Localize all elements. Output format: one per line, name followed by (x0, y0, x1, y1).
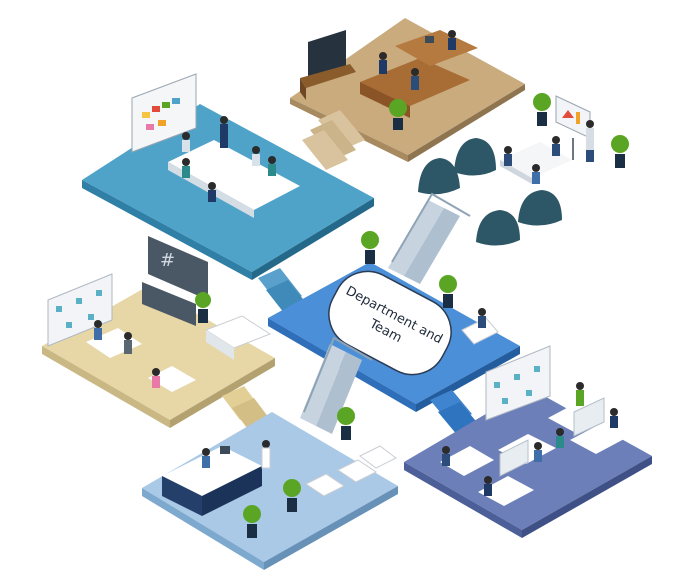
executive-floor-side-right (408, 84, 525, 162)
kitchen-counter (142, 282, 196, 326)
armchair (461, 308, 499, 345)
person-icon (182, 158, 190, 178)
person-icon (448, 30, 456, 50)
lounge-floor-side-right (170, 358, 275, 428)
potted-plant-icon (283, 479, 301, 512)
potted-plant-icon (439, 275, 457, 308)
television-icon (300, 30, 356, 100)
potted-plant-icon (533, 93, 551, 126)
cubicle-panels (499, 397, 605, 477)
presentation-board-icon (131, 73, 197, 153)
escalator-icon (300, 336, 373, 434)
person-icon (442, 446, 450, 466)
executive-office-floor (290, 18, 525, 170)
potted-plant-icon (611, 135, 629, 168)
escalator-icon (388, 192, 471, 284)
label-bubble (328, 270, 452, 376)
executive-desk-rear (395, 30, 478, 66)
potted-plant-icon (243, 505, 261, 538)
beanbag-chair-icon (476, 210, 520, 246)
bookshelf (485, 345, 551, 421)
beanbag-lounge (418, 138, 562, 246)
reception-floor-top (142, 412, 398, 562)
person-icon (532, 164, 540, 184)
person-icon (202, 448, 210, 468)
potted-plant-icon (361, 231, 379, 264)
bookshelf (47, 273, 113, 347)
person-icon (610, 408, 618, 428)
person-icon (182, 132, 190, 152)
presentation-board-icon (555, 95, 591, 160)
workstation-floor-side-right (522, 456, 652, 538)
meeting-room-floor (82, 73, 374, 318)
computer-icon (220, 446, 230, 454)
person-icon (552, 136, 560, 156)
person-icon (268, 156, 276, 176)
reception-floor-side-right (264, 486, 398, 570)
lounge-desk (148, 366, 196, 392)
beanbag-chair-icon (454, 138, 496, 176)
potted-plant-icon (337, 407, 355, 440)
potted-plant-icon (389, 99, 407, 130)
person-icon (484, 476, 492, 496)
lounge-floor-side-left (42, 346, 170, 428)
meeting-table (168, 140, 300, 210)
person-icon (556, 428, 564, 448)
svg-text:#: # (160, 250, 175, 271)
reception-floor-side-left (142, 488, 264, 570)
person-icon (534, 442, 542, 462)
person-icon (220, 116, 228, 148)
person-icon (124, 332, 132, 354)
reception-floor (142, 407, 398, 570)
wall-art: # (148, 236, 208, 300)
person-icon (252, 146, 260, 166)
beanbag-chair-icon (418, 158, 460, 195)
person-icon (586, 120, 594, 162)
reception-desk (162, 446, 262, 516)
executive-stairs (302, 110, 365, 170)
person-icon (208, 182, 216, 202)
workstation-floor-side-left (404, 462, 522, 538)
person-icon (261, 440, 271, 469)
person-icon (504, 146, 512, 166)
person-icon (411, 68, 419, 90)
potted-plant-icon (195, 292, 211, 323)
meeting-floor-side-left (82, 180, 252, 280)
beanbag-chair-icon (518, 190, 562, 226)
presentation-area (500, 93, 629, 184)
meeting-floor-side-right (252, 198, 374, 280)
sofa (204, 315, 272, 360)
person-icon (94, 320, 102, 340)
person-icon (576, 382, 584, 406)
person-icon (152, 368, 160, 388)
computer-icon (425, 36, 434, 43)
person-icon (379, 52, 387, 74)
workstation-floor (404, 345, 652, 538)
waiting-chairs (305, 445, 397, 497)
